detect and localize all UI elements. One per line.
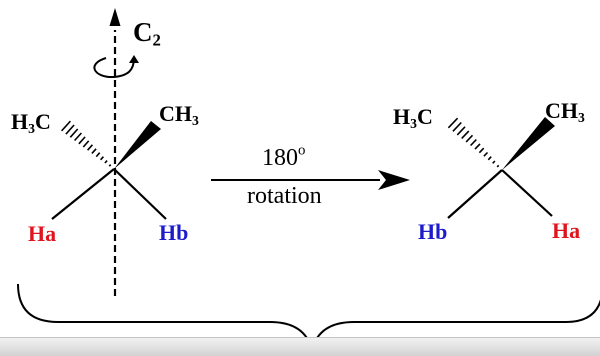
left-bond-hb <box>113 168 167 220</box>
right-hashed-bond <box>447 117 500 168</box>
c2-main: C <box>133 17 153 47</box>
rotation-angle-label: 180o <box>262 142 306 171</box>
right-bond-hb <box>447 169 503 219</box>
left-ch3-label: CH3 <box>159 101 199 128</box>
left-molecule-bonds <box>51 120 167 220</box>
left-hashed-bond <box>61 120 112 167</box>
right-ch3-label: CH3 <box>545 98 585 125</box>
left-h3c-label: H3C <box>11 109 51 136</box>
rotation-arrow-head <box>378 170 410 190</box>
left-bond-ha <box>51 168 115 220</box>
right-molecule-bonds <box>447 117 555 219</box>
right-ha-label: Ha <box>552 218 581 243</box>
left-wedge-bond <box>114 121 161 169</box>
c2-axis-arrowhead <box>109 8 121 26</box>
left-hb-label: Hb <box>159 220 189 245</box>
c2-axis-label: C2 <box>133 17 161 49</box>
right-bond-ha <box>501 169 553 217</box>
c2-sub: 2 <box>152 30 161 50</box>
right-wedge-bond <box>502 117 555 170</box>
right-h3c-label: H3C <box>393 104 433 131</box>
bottom-bar <box>0 337 600 356</box>
left-ha-label: Ha <box>28 221 57 246</box>
rotation-curl-arrow <box>93 55 139 79</box>
right-hb-label: Hb <box>418 219 448 244</box>
rotation-caption: rotation <box>247 183 322 209</box>
